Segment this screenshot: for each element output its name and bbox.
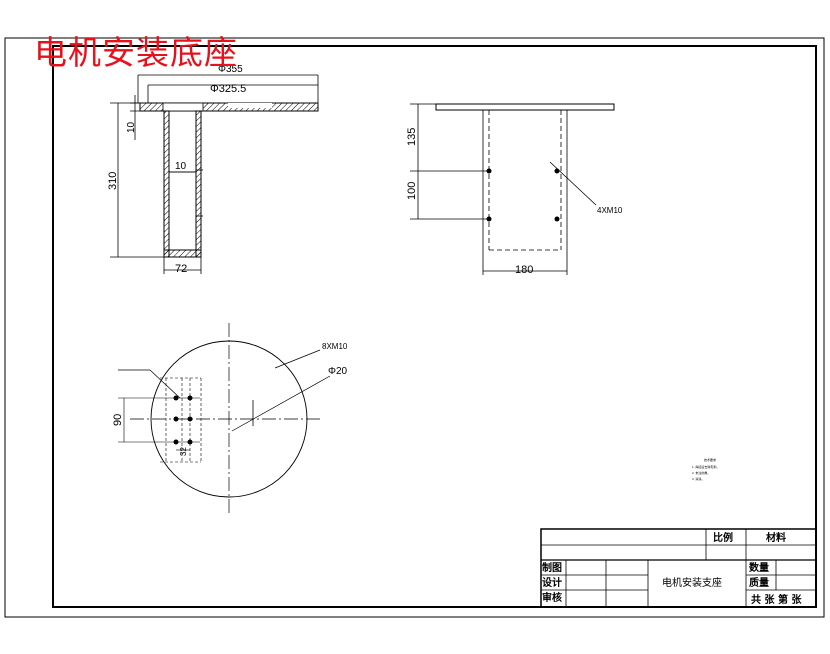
dim-plan-hole-spacing: 32 <box>179 447 188 456</box>
dim-plan-row-spacing: 90 <box>112 414 124 426</box>
dim-top-inner: Φ325.5 <box>210 83 246 95</box>
dim-side-spacing: 100 <box>406 182 418 200</box>
design-label: 设计 <box>542 576 562 589</box>
inner-frame <box>52 45 817 608</box>
notes-line: 1. 焊接后去除毛刺。 <box>692 464 719 469</box>
side-holes <box>486 168 560 222</box>
mass-label: 质量 <box>749 576 769 589</box>
notes-line: 2. 未注倒角。 <box>692 470 710 475</box>
outer-border <box>4 37 825 618</box>
dim-side-width: 180 <box>515 264 533 276</box>
drawn-label: 制图 <box>542 561 562 574</box>
dim-plan-center-hole: Φ20 <box>328 366 348 377</box>
review-label: 审核 <box>542 591 562 604</box>
dim-side-upper: 135 <box>406 128 418 146</box>
part-name: 电机安装支座 <box>662 576 722 589</box>
dim-top-overall: Φ355 <box>218 64 243 75</box>
plan-holes <box>173 395 193 445</box>
dim-tube-width: 72 <box>175 263 187 275</box>
qty-label: 数量 <box>749 561 769 574</box>
dim-height: 310 <box>107 172 119 190</box>
side-view <box>410 103 615 275</box>
dim-plate-thickness: 10 <box>126 121 137 133</box>
title-block <box>540 528 817 608</box>
sheets-label: 共 张 第 张 <box>751 593 802 606</box>
dim-wall: 10 <box>175 161 187 172</box>
notes-line: 3. 涂漆。 <box>692 476 704 481</box>
front-section-view <box>110 74 319 274</box>
plan-view <box>118 323 331 513</box>
label-plan-holes: 8XM10 <box>322 342 348 351</box>
material-label: 材料 <box>766 531 786 544</box>
technical-notes: 技术要求 1. 焊接后去除毛刺。 2. 未注倒角。 3. 涂漆。 <box>692 457 719 481</box>
notes-heading: 技术要求 <box>704 457 716 462</box>
scale-label: 比例 <box>713 531 733 544</box>
drawing-title: 电机安装底座 <box>34 33 238 72</box>
label-side-holes: 4XM10 <box>597 206 623 215</box>
